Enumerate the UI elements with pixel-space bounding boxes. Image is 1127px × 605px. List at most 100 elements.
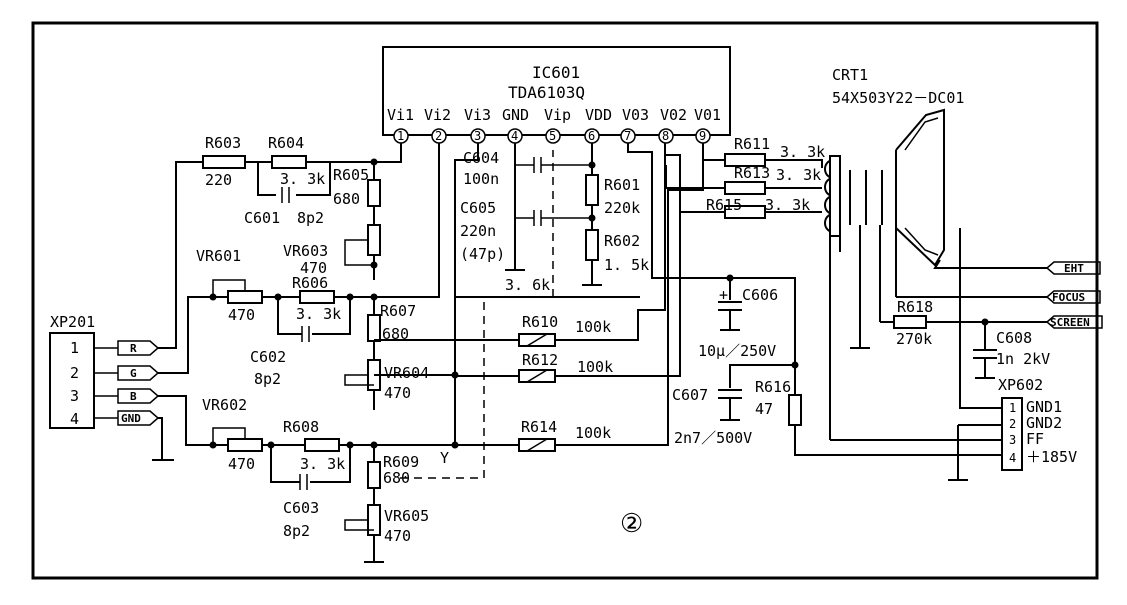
ic-pin-name-8: V02 [660, 106, 687, 124]
node-y-label: Y [440, 449, 449, 467]
svg-text:C601: C601 [244, 209, 280, 227]
capacitor-c606: + C606 10μ／250V [698, 278, 778, 360]
ic-pin-name-1: Vi1 [387, 106, 414, 124]
svg-text:8p2: 8p2 [254, 370, 281, 388]
svg-text:VR601: VR601 [196, 247, 241, 265]
resistor-r604: R604 3. 3k [268, 134, 325, 188]
ic-pin-1: 1 [393, 128, 409, 144]
ic-pin-6: 6 [584, 128, 600, 144]
resistor-r611: R611 3. 3k [724, 135, 825, 167]
svg-text:100k: 100k [575, 424, 611, 442]
ic-pin-3: 3 [470, 128, 486, 144]
svg-text:B: B [130, 390, 137, 403]
svg-text:3. 3k: 3. 3k [296, 305, 341, 323]
signal-tag-r: R [117, 340, 160, 356]
svg-text:R609: R609 [383, 453, 419, 471]
ic-pin-name-4: GND [502, 106, 529, 124]
svg-text:1: 1 [1009, 401, 1016, 415]
svg-text:R604: R604 [268, 134, 304, 152]
svg-text:＋185V: ＋185V [1026, 448, 1077, 466]
svg-text:680: 680 [383, 469, 410, 487]
svg-text:3. 3k: 3. 3k [300, 455, 345, 473]
wire-xp602 [795, 228, 1002, 480]
svg-text:47: 47 [755, 400, 773, 418]
ic-pin-2: 2 [431, 128, 447, 144]
wire-r-input [158, 143, 402, 349]
svg-text:C604: C604 [463, 149, 499, 167]
svg-text:R613: R613 [734, 164, 770, 182]
ic-pin-8: 8 [658, 128, 674, 144]
svg-text:270k: 270k [896, 330, 932, 348]
resistor-r610: R610 100k [518, 313, 611, 347]
svg-text:R605: R605 [333, 166, 369, 184]
capacitor-c602: C602 8p2 [250, 326, 310, 388]
svg-text:470: 470 [300, 259, 327, 277]
tag-focus: FOCUS [1045, 290, 1101, 304]
svg-text:C608: C608 [996, 329, 1032, 347]
resistor-r605: R605 680 [333, 166, 381, 208]
ic-pin-4: 4 [507, 128, 523, 144]
svg-text:R608: R608 [283, 418, 319, 436]
ic-pin-7: 7 [620, 128, 636, 144]
wire-g-input [158, 143, 440, 374]
resistor-r606: R606 3. 3k [292, 274, 341, 323]
svg-text:3. 3k: 3. 3k [776, 166, 821, 184]
svg-text:C603: C603 [283, 499, 319, 517]
svg-text:6: 6 [588, 129, 595, 143]
svg-text:470: 470 [228, 455, 255, 473]
svg-text:R616: R616 [755, 378, 791, 396]
svg-text:SCREEN: SCREEN [1050, 316, 1090, 329]
ic-pin-name-2: Vi2 [424, 106, 451, 124]
resistor-r613: R613 3. 3k [724, 164, 821, 195]
capacitor-c608: C608 1n 2kV [973, 322, 1050, 379]
resistor-r616: R616 47 [755, 378, 1002, 456]
capacitor-c603: C603 8p2 [283, 474, 319, 540]
ic-pin-name-7: V03 [622, 106, 649, 124]
resistor-r602: R602 1. 5k [585, 229, 649, 274]
wire-vi3-feedback [374, 143, 640, 445]
trimmer-vr602: VR602 470 [202, 396, 263, 473]
svg-text:220: 220 [205, 171, 232, 189]
svg-text:220k: 220k [604, 199, 640, 217]
svg-text:100k: 100k [577, 358, 613, 376]
resistor-r612: R612 100k [518, 351, 613, 383]
ic-pin-name-5: Vip [544, 106, 571, 124]
ic-pin-name-6: VDD [585, 106, 612, 124]
svg-text:100k: 100k [575, 318, 611, 336]
resistor-r607: R607 680 [367, 302, 416, 343]
svg-text:EHT: EHT [1064, 262, 1084, 275]
svg-text:VR603: VR603 [283, 242, 328, 260]
svg-text:3: 3 [474, 129, 481, 143]
svg-text:R603: R603 [205, 134, 241, 152]
ic-pin-name-3: Vi3 [464, 106, 491, 124]
svg-text:R615: R615 [706, 196, 742, 214]
svg-text:R607: R607 [380, 302, 416, 320]
svg-text:54X503Y22－DC01: 54X503Y22－DC01 [832, 89, 964, 107]
trimmer-vr605: VR605 470 [344, 504, 429, 545]
ic-pin-5: 5 [545, 128, 561, 144]
svg-text:3. 3k: 3. 3k [280, 170, 325, 188]
svg-text:8: 8 [662, 129, 669, 143]
capacitor-c605: C605 220n (47p) [460, 199, 592, 263]
svg-text:470: 470 [384, 527, 411, 545]
capacitor-c607: C607 2n7／500V [672, 364, 752, 447]
svg-text:4: 4 [511, 129, 518, 143]
connector-xp201: XP201 1 2 3 4 R G B GND [49, 313, 160, 429]
xp201-pin-2: 2 [70, 364, 79, 382]
resistor-r608: R608 3. 3k [283, 418, 345, 473]
resistor-r609: R609 680 [367, 453, 419, 489]
svg-text:(47p): (47p) [460, 245, 505, 263]
svg-text:R611: R611 [734, 135, 770, 153]
trimmer-vr604: VR604 470 [344, 359, 429, 402]
resistor-r615: R615 3. 3k [706, 196, 810, 219]
svg-text:680: 680 [382, 325, 409, 343]
ic601: IC601 TDA6103Q Vi1 Vi2 Vi3 GND Vip VDD V… [382, 46, 731, 144]
resistor-r614: R614 100k [518, 418, 611, 452]
svg-text:XP602: XP602 [998, 376, 1043, 394]
signal-tag-b: B [117, 388, 160, 404]
svg-text:7: 7 [624, 129, 631, 143]
ic601-ref: IC601 [532, 63, 580, 82]
svg-text:C606: C606 [742, 286, 778, 304]
ic-pin-name-9: V01 [694, 106, 721, 124]
svg-text:3: 3 [1009, 433, 1016, 447]
